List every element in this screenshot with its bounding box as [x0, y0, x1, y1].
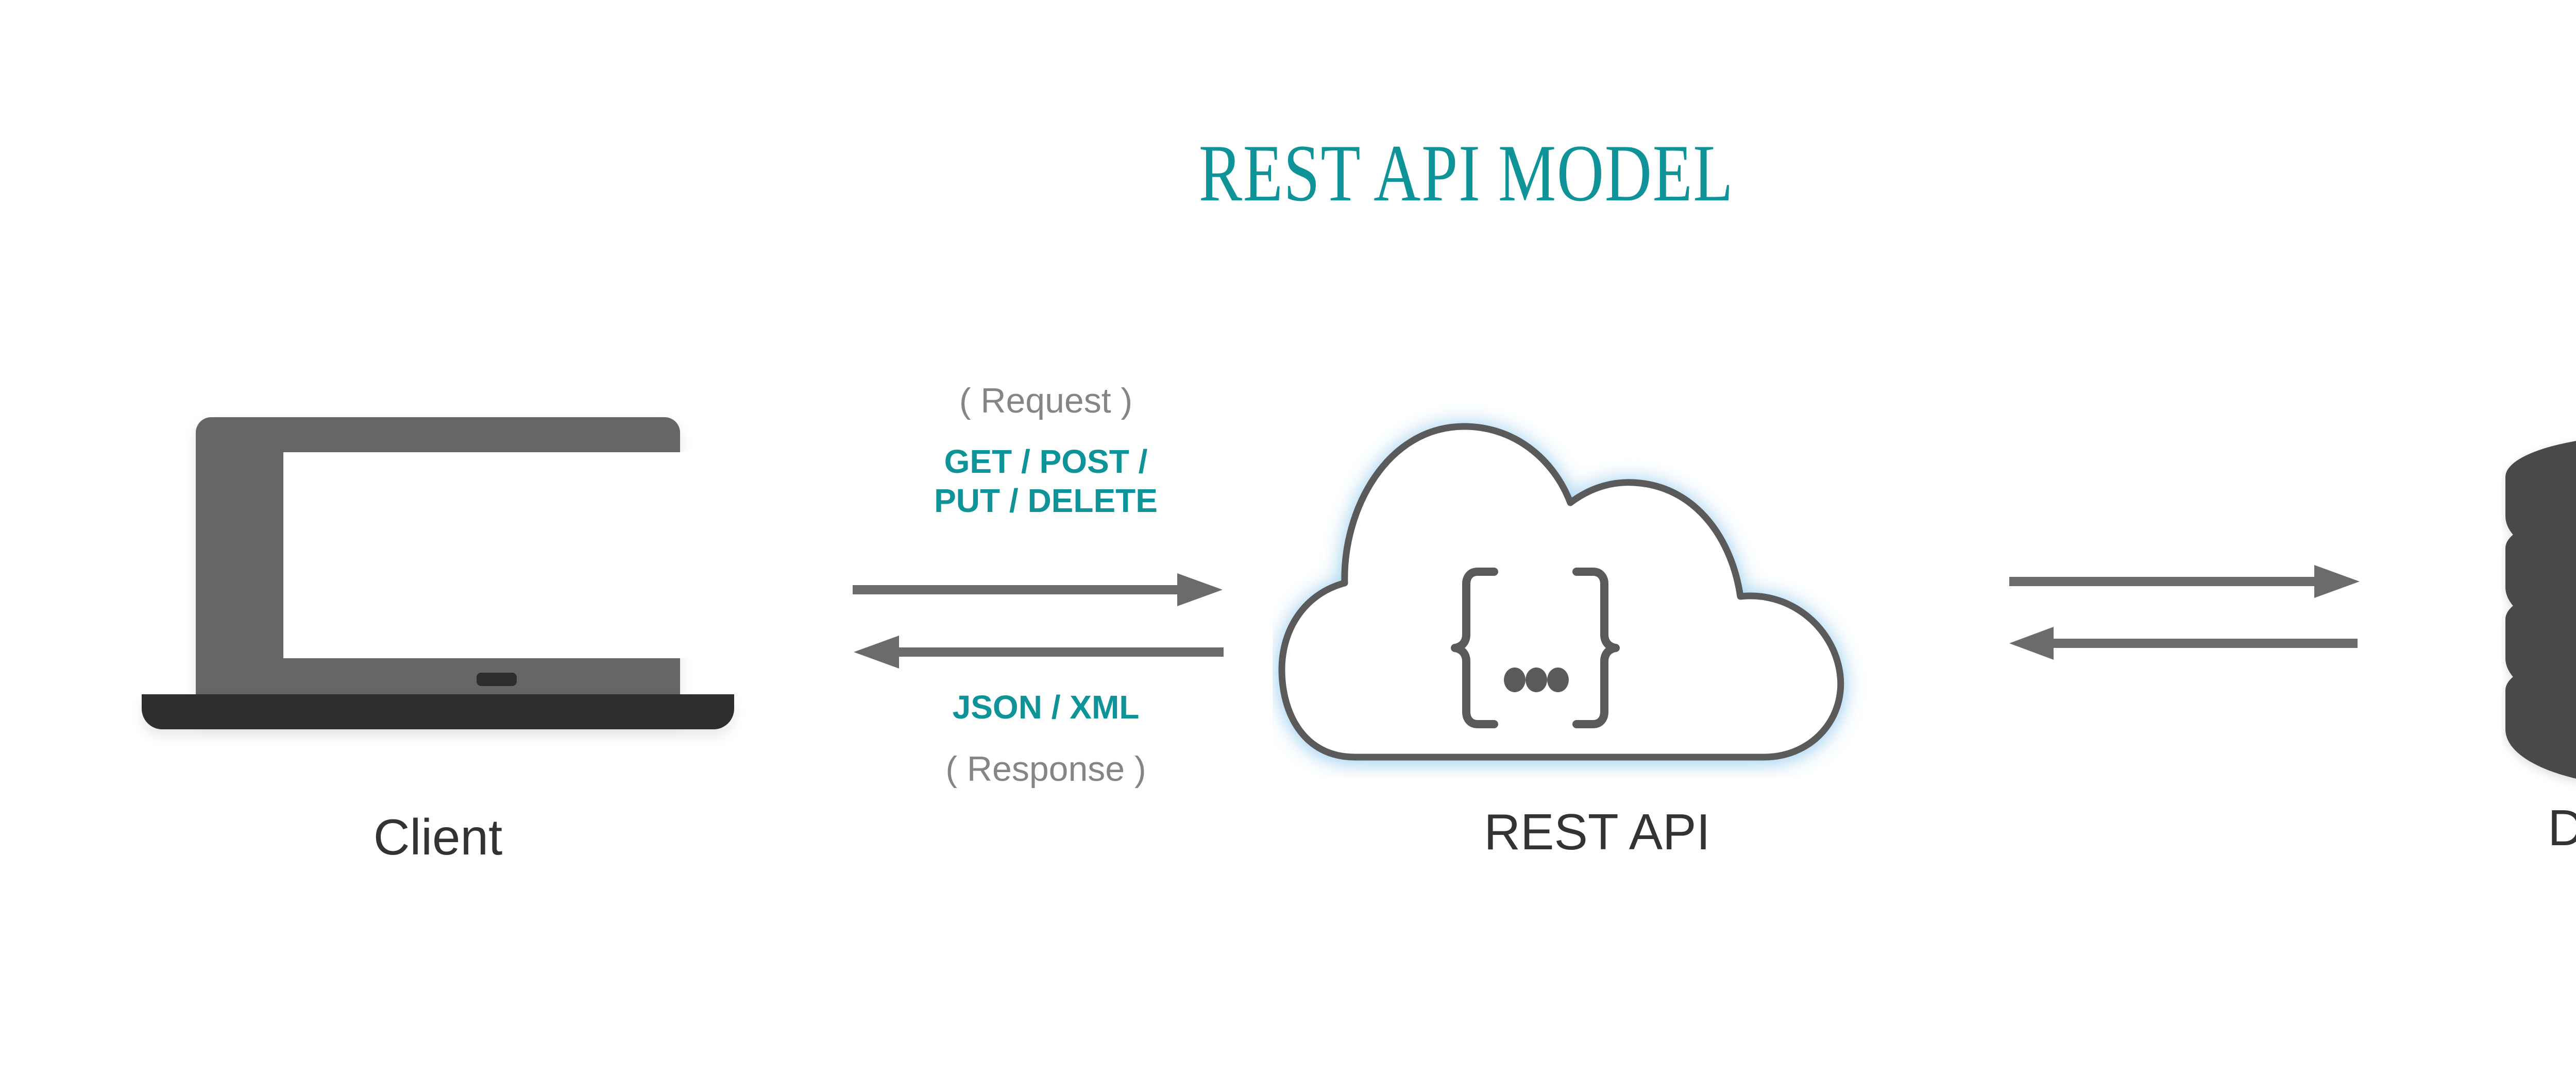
http-methods-line-2: PUT / DELETE: [934, 482, 1158, 519]
api-database-arrows: [2009, 556, 2370, 670]
database-cylinder-icon: [2501, 407, 2576, 791]
cloud-shape: [1278, 423, 1844, 761]
laptop-lid: [196, 417, 701, 721]
request-arrow-right: [853, 573, 1223, 606]
database-node-label: Database: [2548, 799, 2576, 856]
ellipsis-dot-2: [1526, 668, 1547, 692]
database-disk-1-top: [2505, 441, 2576, 513]
cloud-braces-icon: [1273, 402, 1922, 778]
ellipsis-dot-1: [1504, 668, 1526, 692]
page-title: REST API MODEL: [1198, 128, 1734, 218]
client-api-arrows: [853, 564, 1234, 680]
rest-api-node-label: REST API: [1484, 803, 1710, 860]
response-format-label: JSON / XML: [952, 689, 1140, 726]
laptop-base: [142, 694, 734, 729]
client-node-label: Client: [373, 809, 503, 865]
left-brace-glyph: [1451, 568, 1498, 728]
response-caption: ( Response ): [945, 749, 1146, 789]
response-arrow-left: [854, 636, 1224, 669]
ellipsis-dot-3: [1547, 668, 1569, 692]
database-to-api-arrow-left: [2009, 627, 2358, 660]
http-methods-label: GET / POST / PUT / DELETE: [845, 442, 1247, 520]
laptop-icon: [142, 417, 734, 762]
request-caption: ( Request ): [959, 381, 1133, 420]
laptop-screen: [283, 452, 701, 658]
api-to-database-arrow-right: [2009, 565, 2360, 598]
laptop-trackpad-notch: [477, 673, 517, 686]
database-stack: [2505, 441, 2576, 779]
right-brace-glyph: [1572, 568, 1620, 728]
http-methods-line-1: GET / POST /: [944, 443, 1148, 480]
